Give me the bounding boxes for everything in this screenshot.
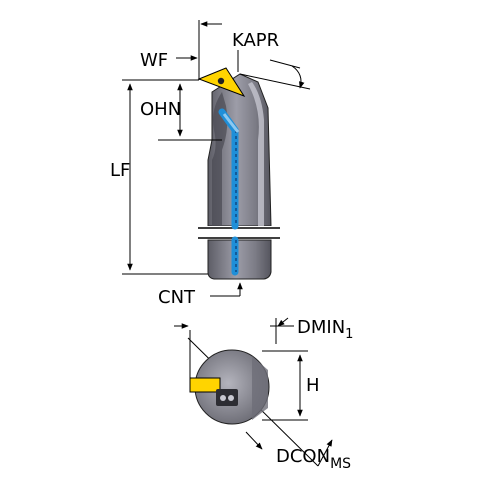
label-dcon-main: DCON (276, 446, 330, 467)
label-dmin: DMIN1 (297, 317, 353, 342)
kapr-guide (269, 59, 301, 69)
side-view (122, 20, 311, 297)
break-band (200, 226, 280, 240)
kapr-ref-line (239, 73, 311, 90)
coolant-nozzle (222, 113, 240, 133)
insert-screw (217, 77, 225, 85)
label-dcon-sub: MS (330, 456, 351, 472)
end-view (174, 317, 333, 467)
label-dcon: DCONMS (276, 446, 351, 472)
tool-head-shading (212, 92, 228, 226)
dmin-arrow (277, 317, 289, 327)
label-h: H (306, 375, 320, 396)
label-dmin-main: DMIN (297, 317, 345, 338)
label-dmin-sub: 1 (345, 327, 353, 342)
tool-head-highlight (248, 82, 264, 226)
label-wf: WF (140, 50, 168, 71)
dcon-leader (317, 439, 333, 467)
bar-flat (252, 356, 268, 420)
label-cnt: CNT (158, 287, 196, 308)
label-ohn: OHN (140, 99, 181, 120)
end-insert (189, 377, 221, 393)
label-kapr: KAPR (232, 30, 279, 51)
dcon-dimension (245, 431, 263, 450)
label-lf: LF (110, 160, 130, 181)
coolant-port-left (220, 395, 226, 401)
kapr-arc (291, 65, 305, 89)
tool-shank-lower (207, 239, 272, 280)
coolant-port-right (228, 395, 234, 401)
coolant-port-block (216, 389, 238, 406)
